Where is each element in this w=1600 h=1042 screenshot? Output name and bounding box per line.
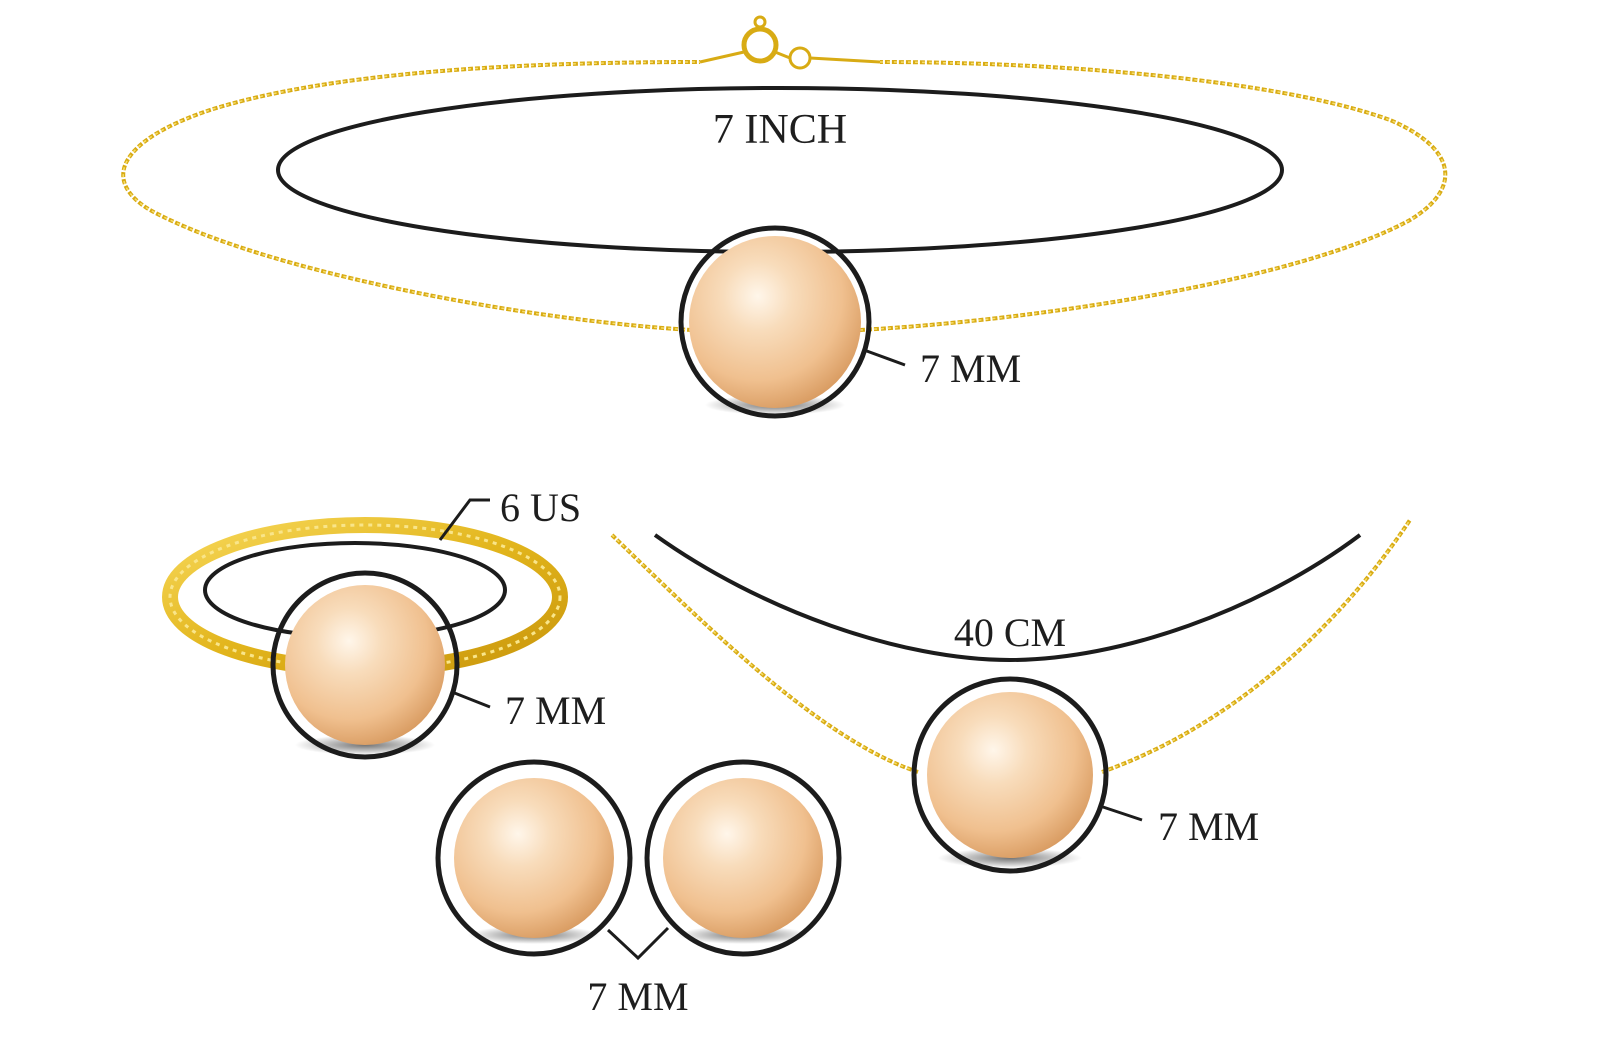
bracelet-pearl (689, 236, 861, 408)
earrings: 7 MM (435, 759, 842, 1019)
ring-pearl (285, 585, 445, 745)
bracelet-length-label: 7 INCH (713, 107, 847, 153)
bracelet-pearl-label: 7 MM (920, 346, 1021, 391)
earring-right-outline (644, 759, 842, 957)
earring-pearl-label: 7 MM (587, 974, 688, 1019)
ring-pearl-outline (270, 570, 460, 760)
necklace-length-label: 40 CM (954, 610, 1066, 655)
earring-left-outline (435, 759, 633, 957)
earring-pearl-leader (606, 926, 670, 961)
earring-left-pearl (454, 778, 614, 938)
ring-size-label: 6 US (500, 485, 581, 530)
ring: 6 US 7 MM (162, 485, 606, 760)
bracelet: 7 INCH 7 MM (121, 15, 1448, 419)
necklace-pearl-leader (1099, 804, 1143, 822)
ring-pearl-label: 7 MM (505, 688, 606, 733)
ring-pearl-leader (451, 690, 491, 709)
necklace: 40 CM 7 MM (610, 518, 1412, 874)
bracelet-chain-highlight (122, 61, 1446, 331)
earring-right-pearl (663, 778, 823, 938)
necklace-pearl (927, 692, 1093, 858)
bracelet-pearl-leader (863, 348, 906, 367)
necklace-pearl-label: 7 MM (1158, 804, 1259, 849)
clasp-icon (699, 15, 881, 70)
ring-size-leader (438, 498, 490, 541)
necklace-length-indicator (653, 533, 1362, 663)
bracelet-pearl-outline (678, 225, 872, 419)
necklace-pearl-outline (911, 676, 1109, 874)
